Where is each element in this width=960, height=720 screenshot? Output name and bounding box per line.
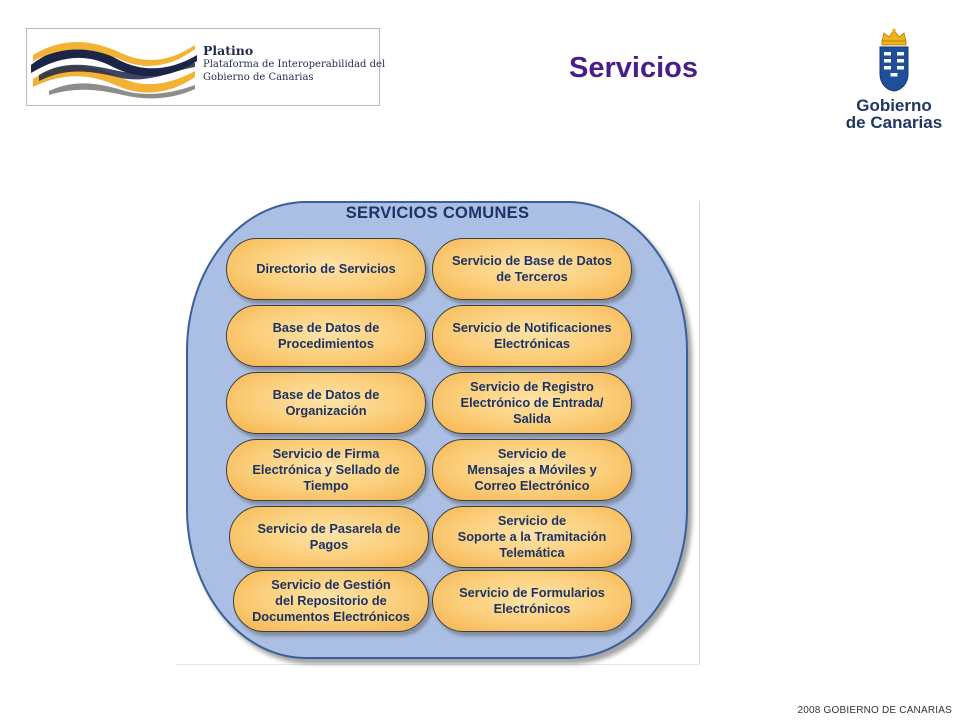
service-text: Servicio de Notificaciones	[452, 320, 612, 335]
coat-of-arms-icon	[879, 28, 909, 92]
page-title: Servicios	[569, 52, 698, 84]
service-text: Soporte a la Tramitación	[457, 529, 607, 544]
service-text: Servicio de Base de Datos	[451, 253, 613, 268]
service-text: Directorio de Servicios	[256, 261, 396, 276]
service-text: Pagos	[309, 537, 349, 552]
platino-logo: Platino Plataforma de Interoperabilidad …	[26, 28, 385, 106]
servicios-comunes-diagram: SERVICIOS COMUNES Directorio de Servicio…	[176, 201, 700, 665]
service-text: Salida	[513, 411, 551, 426]
service-text: Base de Datos de	[272, 320, 380, 335]
service-text: Procedimientos	[277, 336, 374, 351]
service-text: Servicio de	[497, 446, 567, 461]
service-text: Servicio de Gestión	[271, 577, 391, 592]
service-text: Servicio de Registro	[470, 379, 594, 394]
service-text: de Terceros	[496, 269, 568, 284]
service-text: Servicio de Formularios	[459, 585, 605, 600]
service-text: Correo Electrónico	[474, 478, 590, 493]
service-text: Servicio de Pasarela de	[257, 521, 401, 536]
service-text: Documentos Electrónicos	[252, 609, 410, 624]
service-text: Organización	[285, 403, 367, 418]
footer-copyright: 2008 GOBIERNO DE CANARIAS	[797, 705, 952, 716]
service-text: Electrónica y Sellado de	[252, 462, 400, 477]
gobierno-line1: Gobierno	[856, 96, 932, 115]
platino-name: Platino	[203, 43, 254, 58]
gobierno-line2: de Canarias	[845, 113, 943, 132]
service-text: Servicio de Firma	[272, 446, 380, 461]
service-text: Electrónico de Entrada/	[460, 395, 604, 410]
diagram-heading: SERVICIOS COMUNES	[345, 204, 530, 222]
service-text: Tiempo	[303, 478, 349, 493]
service-text: Electrónicas	[493, 336, 571, 351]
service-directorio: Directorio de Servicios	[226, 238, 426, 300]
platino-line2: Gobierno de Canarias	[203, 72, 314, 83]
service-text: Servicio de	[497, 513, 567, 528]
service-text: Electrónicos	[493, 601, 571, 616]
service-text: Mensajes a Móviles y	[467, 462, 597, 477]
platino-line1: Plataforma de Interoperabilidad del	[203, 59, 386, 70]
service-text: Telemática	[499, 545, 565, 560]
service-text: del Repositorio de	[275, 593, 387, 608]
platino-waves-icon	[31, 42, 197, 99]
service-text: Base de Datos de	[272, 387, 380, 402]
gobierno-canarias-logo: Gobierno de Canarias	[840, 28, 948, 138]
